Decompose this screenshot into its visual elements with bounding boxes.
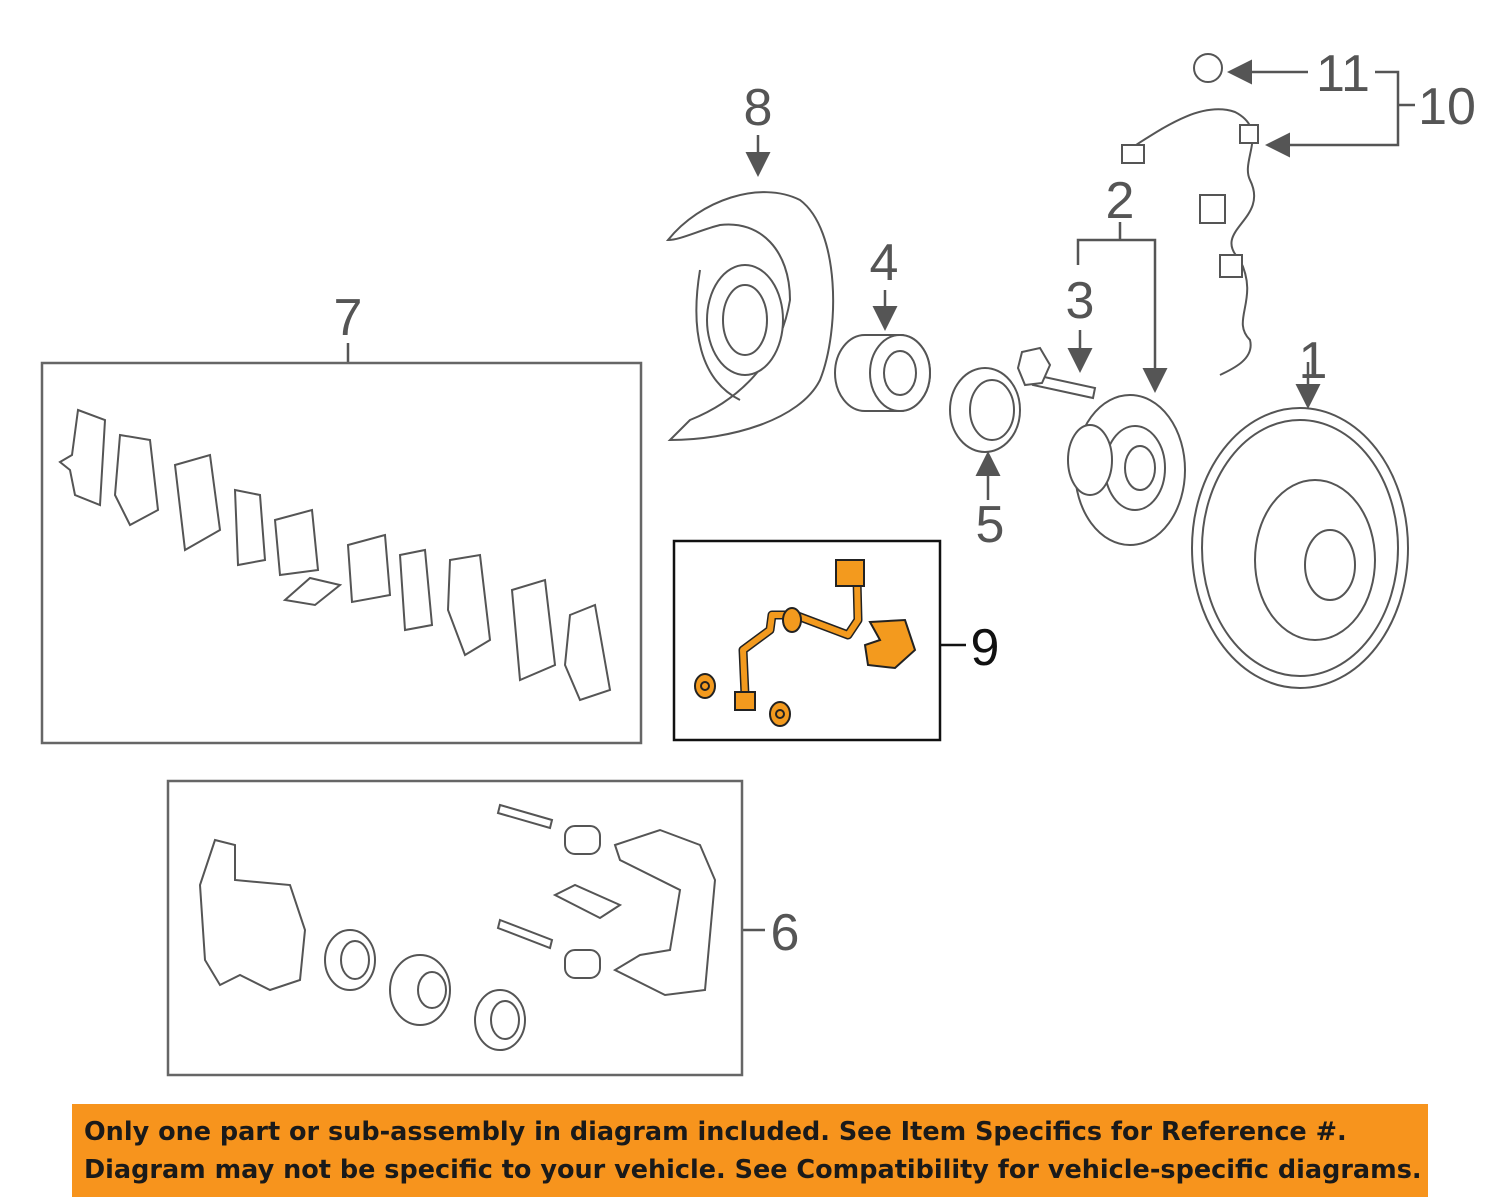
brake-hose-part	[694, 559, 917, 727]
disclaimer-line-1: Only one part or sub-assembly in diagram…	[84, 1116, 1347, 1147]
callout-9: 9	[971, 619, 1000, 677]
callout-8: 8	[744, 79, 773, 137]
dust-shield-part	[665, 191, 835, 442]
callout-1: 1	[1299, 332, 1328, 390]
callout-5: 5	[976, 496, 1005, 554]
wheel-speed-sensor-part	[1121, 53, 1259, 376]
callout-6: 6	[771, 904, 800, 962]
callout-11: 11	[1316, 45, 1370, 103]
hub-bolt-part	[1016, 346, 1097, 400]
callout-7: 7	[334, 289, 363, 347]
pad-kit-box	[40, 361, 643, 745]
caliper-part	[198, 803, 717, 1051]
callout-4: 4	[870, 234, 899, 292]
disclaimer-line-2: Diagram may not be specific to your vehi…	[84, 1154, 1422, 1185]
hose-box	[672, 539, 942, 742]
snap-ring-part	[949, 367, 1021, 453]
callout-3: 3	[1066, 272, 1095, 330]
brake-rotor-part	[1191, 407, 1409, 689]
callout-10: 10	[1418, 78, 1476, 136]
leader-lines	[346, 59, 1415, 932]
disclaimer-banner: Only one part or sub-assembly in diagram…	[72, 1104, 1428, 1197]
wheel-hub-part	[1067, 394, 1186, 546]
wheel-bearing-part	[834, 334, 931, 412]
callout-2: 2	[1106, 172, 1135, 230]
caliper-box	[166, 779, 744, 1077]
brake-pads-part	[58, 408, 612, 702]
